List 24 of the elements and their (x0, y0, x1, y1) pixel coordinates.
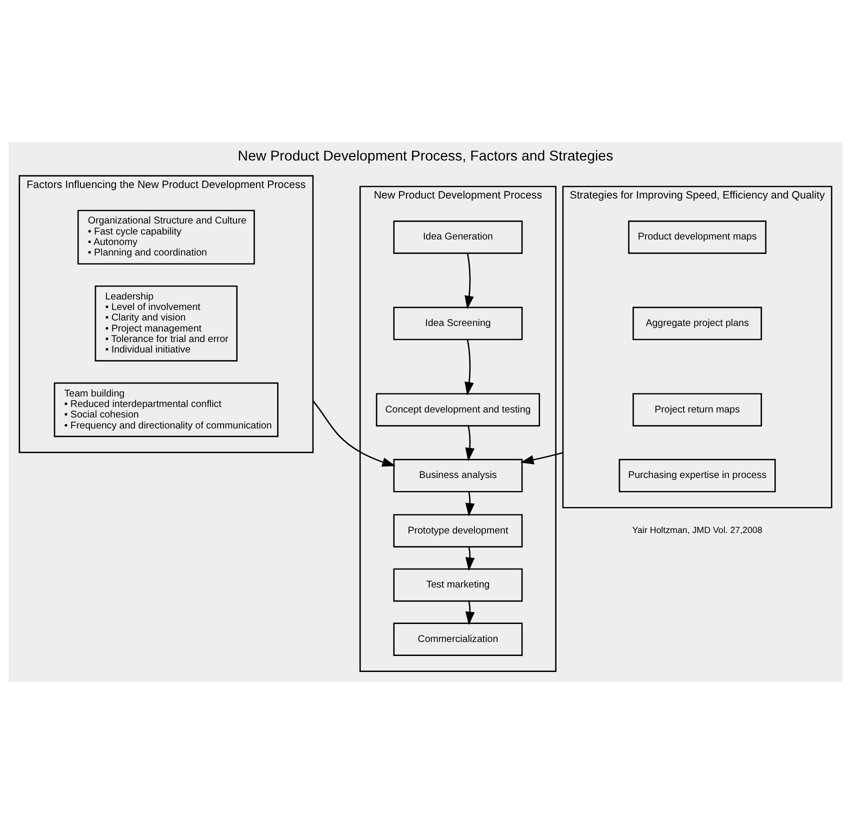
arrow (520, 452, 564, 464)
node-box: Commercialization (393, 622, 523, 656)
diagram-title: New Product Development Process, Factors and Strategies (238, 148, 614, 165)
node-box: Team building • Reduced interdepartmental conflict • Social cohesion • Frequency and directionality of communication (54, 382, 278, 438)
node-box: Aggregate project plans (632, 306, 762, 340)
arrow (464, 340, 474, 396)
node-box: Leadership • Level of involvement • Clarity and vision • Project management • Tolerance for trial and error • Individual initiative (94, 285, 238, 362)
arrow (312, 400, 396, 467)
arrow (465, 600, 475, 626)
node-box: Project return maps (632, 393, 762, 426)
node-box: Organizational Structure and Culture • Fast cycle capability • Autonomy • Planning and coordination (77, 210, 255, 265)
node-box: Idea Generation (393, 220, 523, 254)
node-box: Prototype development (393, 514, 523, 548)
arrow (465, 492, 475, 517)
arrow (465, 426, 475, 462)
node-box: Idea Screening (393, 306, 523, 340)
node-box: Concept development and testing (376, 393, 540, 426)
arrow (464, 253, 474, 310)
node-box: Product development maps (628, 220, 766, 254)
node-box: Test marketing (393, 568, 523, 602)
arrow (465, 546, 475, 571)
node-box: Business analysis (393, 458, 523, 492)
label: Yair Holtzman, JMD Vol. 27,2008 (632, 524, 762, 535)
node-box: Purchasing expertise in process (618, 458, 776, 492)
